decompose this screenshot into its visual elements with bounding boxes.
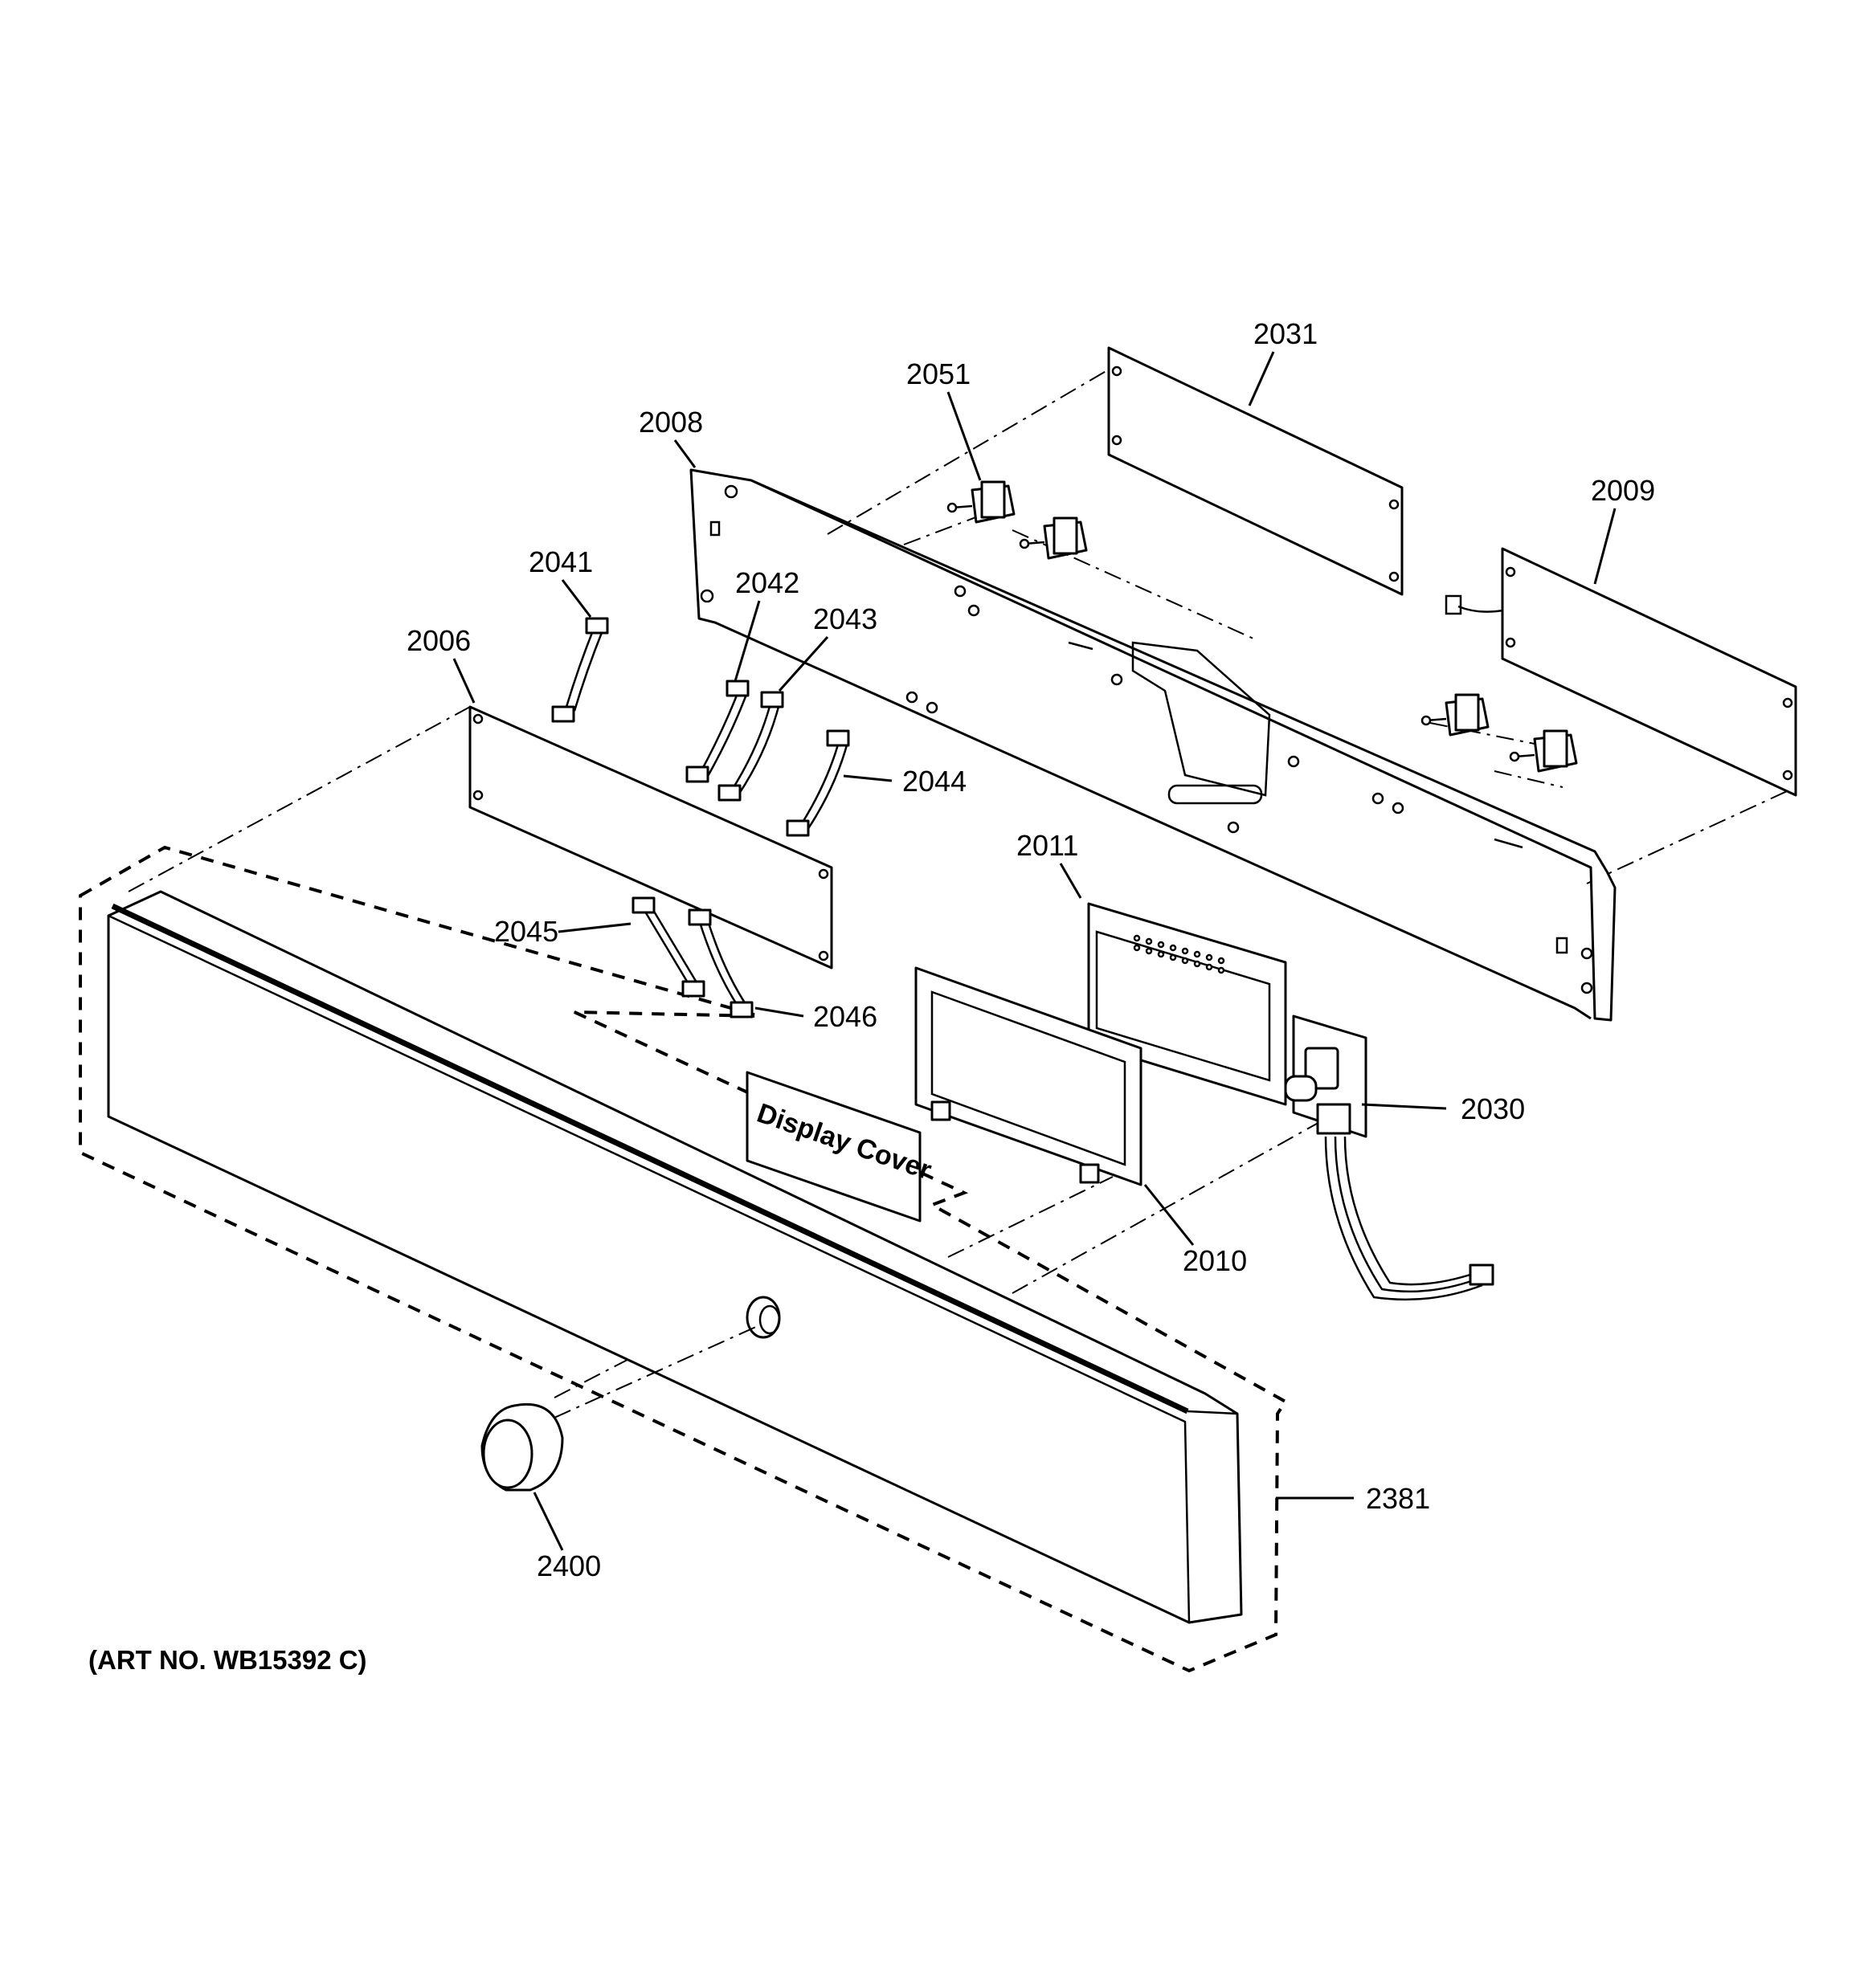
callout-2010: 2010	[1183, 1244, 1247, 1277]
callout-2046: 2046	[813, 1000, 877, 1033]
callout-2041: 2041	[529, 545, 593, 578]
part-2009-board	[1445, 547, 1797, 797]
callout-2031: 2031	[1253, 317, 1318, 350]
callout-2051: 2051	[906, 357, 971, 390]
assembly-2381-outline	[79, 845, 1288, 1673]
part-2010-frame	[914, 966, 1142, 1186]
part-2400-knob	[480, 1402, 564, 1492]
callout-2045: 2045	[494, 915, 558, 948]
callout-2006: 2006	[407, 624, 471, 657]
callout-labels: 2031 2051 2008 2009 2041 2042 2043 2006 …	[407, 317, 1655, 1582]
callout-2400: 2400	[537, 1549, 601, 1582]
part-2381-control-panel: Display Cover	[107, 890, 1243, 1624]
part-2051-switches	[946, 480, 1578, 773]
callout-2030: 2030	[1461, 1092, 1525, 1125]
callout-2011: 2011	[1016, 829, 1078, 862]
part-2031-board	[1107, 346, 1404, 596]
part-2030-encoder	[1284, 1014, 1494, 1301]
callout-2043: 2043	[813, 602, 877, 635]
art-number: (ART NO. WB15392 C)	[88, 1645, 367, 1675]
callout-2009: 2009	[1591, 474, 1655, 507]
leader-lines	[452, 351, 1617, 1551]
callout-2381: 2381	[1366, 1482, 1430, 1515]
callout-2044: 2044	[902, 765, 967, 798]
display-pin-grid	[1133, 934, 1225, 974]
callout-2042: 2042	[735, 566, 799, 599]
knob-hole	[746, 1296, 781, 1339]
callout-2008: 2008	[639, 406, 703, 439]
part-2008-bracket	[689, 468, 1617, 1022]
wire-harnesses	[551, 617, 850, 1018]
part-2006-board	[468, 705, 833, 970]
